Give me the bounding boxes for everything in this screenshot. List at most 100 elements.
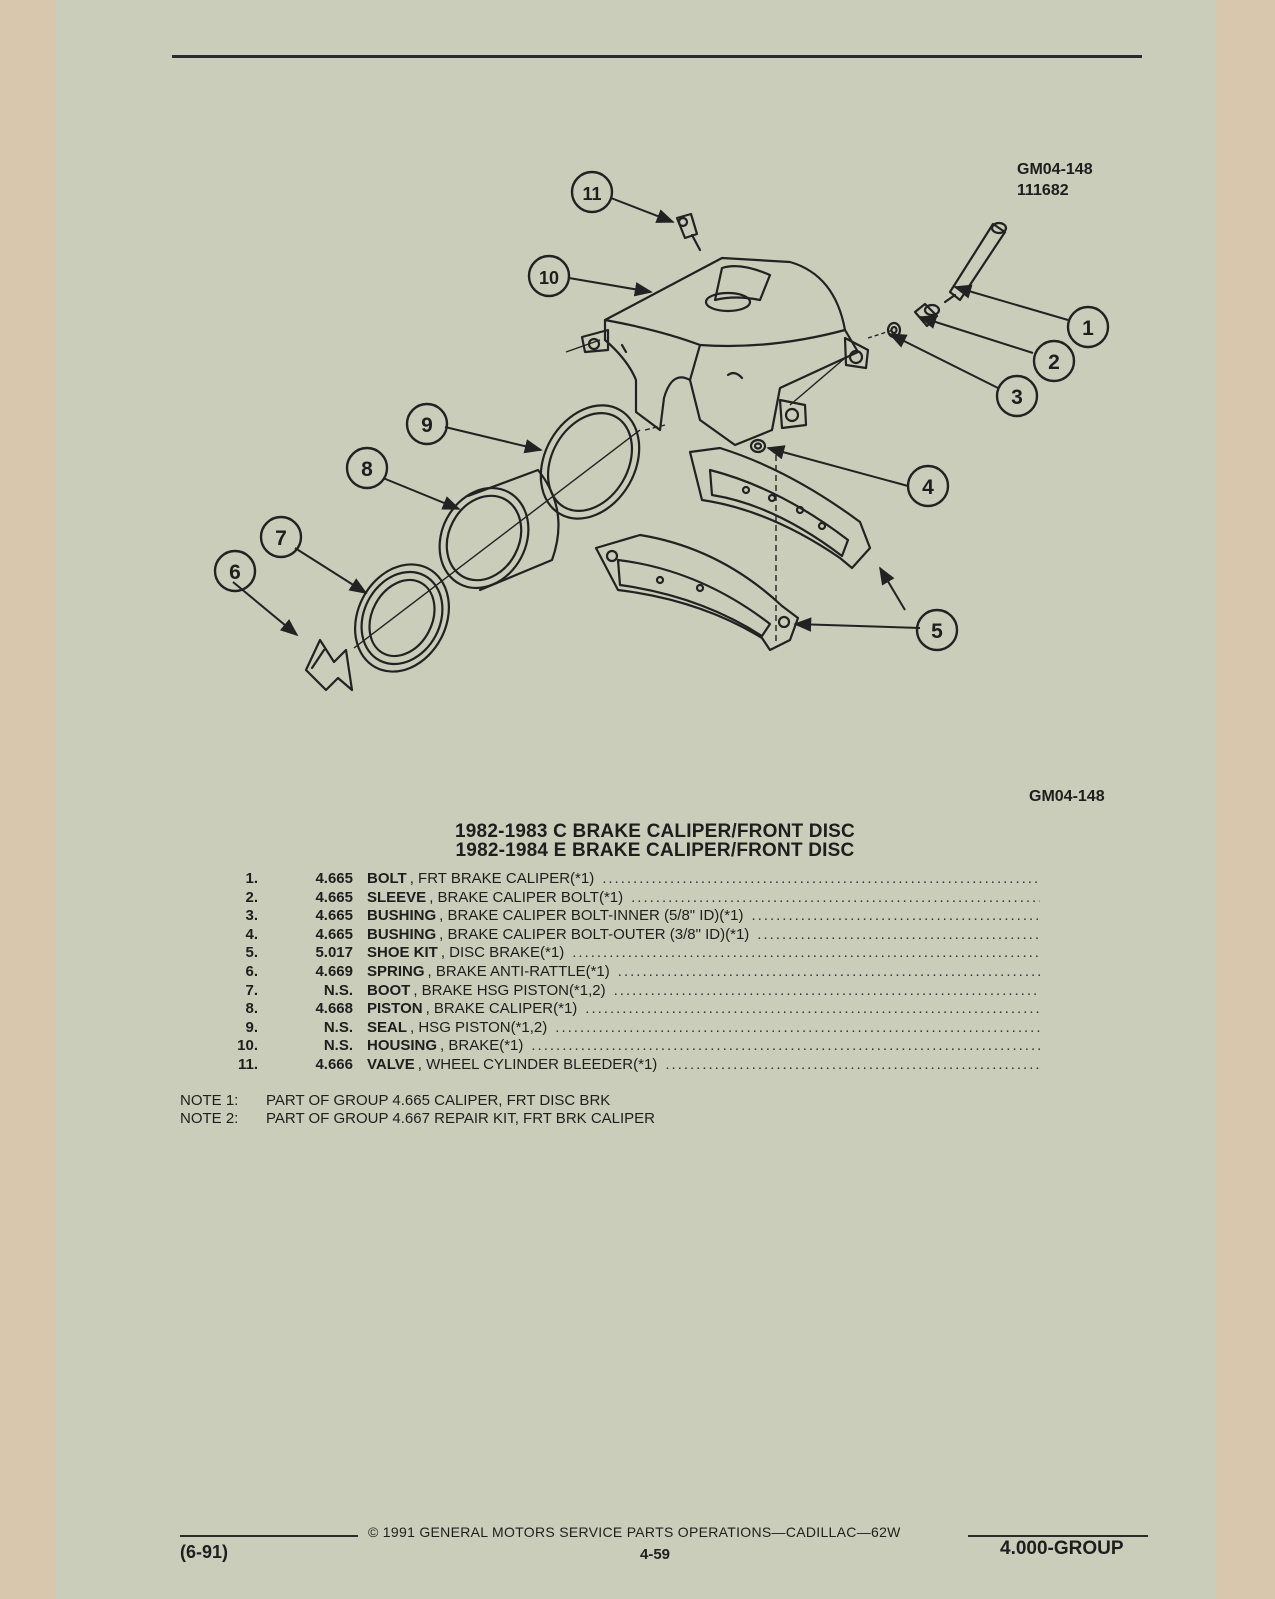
callout-1: 1 [1082,317,1094,340]
part-row: 4. 4.665 BUSHING, BRAKE CALIPER BOLT-OUTER… [220,926,1040,945]
note-text: PART OF GROUP 4.667 REPAIR KIT, FRT BRK … [266,1110,656,1127]
part-description: , BRAKE(*1) [440,1037,524,1055]
footer-rule-right [968,1535,1148,1537]
callout-9: 9 [421,414,433,437]
part-name: BOOT [367,981,411,999]
diagram-code: GM04-148 [1017,161,1093,178]
part-number: 3. [245,907,258,925]
part-group: 4.669 [315,962,353,980]
notes-list: NOTE 1: PART OF GROUP 4.665 CALIPER, FRT … [180,1092,655,1128]
callout-group: 1 2 3 4 5 6 7 8 9 10 11 [213,170,1110,652]
anti-rattle-spring [304,638,354,692]
part-description: , WHEEL CYLINDER BLEEDER(*1) [417,1055,658,1073]
leader-dots: ........................................… [531,1037,1040,1055]
part-description: , BRAKE CALIPER BOLT-OUTER (3/8" ID)(*1) [439,925,750,943]
leader-dots: ........................................… [757,925,1040,943]
diagram-bottom-code: GM04-148 [1029,788,1105,805]
footer-group: 4.000-GROUP [1000,1538,1124,1559]
callout-8: 8 [361,458,373,481]
part-name: BUSHING [367,925,437,943]
callout-11: 11 [582,184,601,204]
part-row: 2. 4.665 SLEEVE, BRAKE CALIPER BOLT(*1)...… [220,889,1040,908]
part-group: 4.665 [315,888,353,906]
part-number: 2. [245,888,258,906]
footer-copyright: © 1991 GENERAL MOTORS SERVICE PARTS OPER… [368,1524,901,1540]
part-description: , BRAKE CALIPER BOLT(*1) [429,888,624,906]
part-row: 5. 5.017 SHOE KIT, DISC BRAKE(*1).........… [220,944,1040,963]
part-description: , FRT BRAKE CALIPER(*1) [409,870,595,887]
top-rule [172,55,1142,58]
piston-seal [539,404,641,520]
leader-dots: ........................................… [665,1055,1040,1073]
callout-3: 3 [1011,386,1023,409]
part-number: 5. [245,944,258,962]
part-row: 6. 4.669 SPRING, BRAKE ANTI-RATTLE(*1)....… [220,963,1040,982]
callout-7: 7 [275,527,287,550]
note-text: PART OF GROUP 4.665 CALIPER, FRT DISC BR… [266,1092,611,1109]
part-number: 4. [245,925,258,943]
part-row: 10.N.S.HOUSING, BRAKE(*1)...............… [220,1037,1040,1056]
part-group: 4.666 [315,1055,353,1073]
leader-dots: ........................................… [555,1018,1040,1036]
leader-dots: ........................................… [613,981,1040,999]
callout-5: 5 [931,620,943,643]
exploded-diagram: 1 2 3 4 5 6 7 8 9 10 11 [213,170,1110,692]
part-number: 6. [245,962,258,980]
piston-boot [353,563,451,673]
page-title: 1982-1983 C BRAKE CALIPER/FRONT DISC 198… [330,822,980,860]
note-label: NOTE 1: [180,1092,239,1109]
caliper-housing [580,256,870,447]
part-group: 4.665 [315,907,353,925]
part-number: 9. [245,1018,258,1036]
part-name: BUSHING [367,907,437,925]
leader-dots: ........................................… [751,907,1040,925]
part-name: SPRING [367,962,425,980]
diagram-sub-code: 111682 [1017,182,1069,199]
footer-date: (6-91) [180,1542,229,1562]
callout-2: 2 [1048,351,1060,374]
note-row: NOTE 2: PART OF GROUP 4.667 REPAIR KIT, F… [180,1110,655,1128]
part-name: SLEEVE [367,888,427,906]
part-group: 4.665 [315,870,353,887]
part-name: BOLT [367,870,407,887]
title-line-1: 1982-1983 C BRAKE CALIPER/FRONT DISC [455,821,855,842]
part-description: , BRAKE CALIPER(*1) [425,1000,578,1018]
callout-6: 6 [229,561,241,584]
callout-4: 4 [922,476,934,499]
part-number: 10. [237,1037,258,1055]
note-label: NOTE 2: [180,1110,239,1127]
part-description: , BRAKE ANTI-RATTLE(*1) [427,962,610,980]
part-row: 9.N.S.SEAL, HSG PISTON(*1,2)............… [220,1019,1040,1038]
part-group: N.S. [323,981,353,999]
title-line-2: 1982-1984 E BRAKE CALIPER/FRONT DISC [455,840,855,861]
leader-dots: ........................................… [572,944,1040,962]
part-name: VALVE [367,1055,415,1073]
bleeder-valve [675,212,702,252]
leader-dots: ........................................… [585,1000,1040,1018]
part-description: , HSG PISTON(*1,2) [410,1018,548,1036]
part-group: 4.668 [315,1000,353,1018]
part-description: , DISC BRAKE(*1) [440,944,565,962]
part-group: 4.665 [315,925,353,943]
catalog-page [56,0,1216,1599]
leader-dots: ........................................… [631,888,1040,906]
part-group: 5.017 [315,944,353,962]
outer-brake-shoe [594,533,800,652]
callout-10: 10 [539,268,559,288]
part-group: N.S. [323,1037,353,1055]
part-number: 7. [245,981,258,999]
part-number: 8. [245,1000,258,1018]
leader-dots: ........................................… [617,962,1040,980]
part-description: , BRAKE HSG PISTON(*1,2) [413,981,606,999]
outer-bushing [749,438,767,454]
leader-dots: ........................................… [602,870,1040,887]
part-name: SHOE KIT [367,944,438,962]
caliper-bolt [943,221,1008,304]
note-row: NOTE 1: PART OF GROUP 4.665 CALIPER, FRT … [180,1092,655,1110]
footer-rule-left [180,1535,358,1537]
